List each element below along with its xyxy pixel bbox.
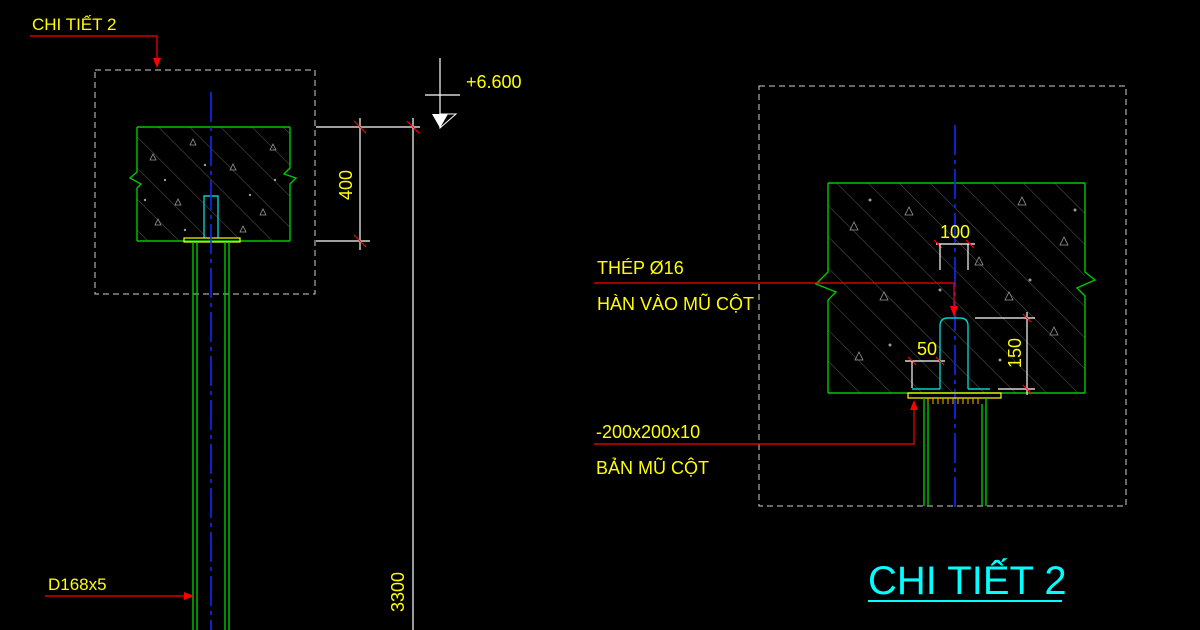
cap-plate-left (183, 237, 241, 243)
pipe-label: D168x5 (48, 575, 107, 594)
dim-100-label: 100 (940, 222, 970, 242)
slab-break-right-a (814, 183, 838, 393)
slab-break-left-a (128, 127, 143, 241)
dim-150-label: 150 (1005, 338, 1025, 368)
plate-note-line2: BẢN MŨ CỘT (596, 457, 709, 478)
left-elevation-view: CHI TIẾT 2 (30, 15, 522, 630)
slab-break-right-b (1075, 183, 1097, 393)
dim-tick-150-top (1022, 313, 1032, 323)
dim-tick-100-right (965, 239, 975, 249)
detail-title: CHI TIẾT 2 (868, 557, 1067, 603)
right-detail-view: 100 50 150 THÉP Ø16 HÀN VÀO MŨ CỘT -200x… (594, 85, 1127, 603)
cap-plate-right (907, 392, 1002, 399)
plate-note-line1: -200x200x10 (596, 422, 700, 442)
slab-break-left-b (282, 127, 298, 241)
slab-hatch-right (828, 183, 1085, 393)
plate-leader (594, 404, 915, 445)
detail-frame-left (94, 69, 316, 295)
weld-ticks (927, 398, 979, 404)
dim-tick-400-top (353, 120, 367, 134)
rebar-leader (594, 282, 955, 314)
dim-tick-400-bottom (353, 234, 367, 248)
plate-leader-arrow (910, 400, 918, 410)
dim-tick-150-bottom (1022, 384, 1032, 394)
dim-50-label: 50 (917, 339, 937, 359)
rebar-note-line2: HÀN VÀO MŨ CỘT (597, 293, 754, 314)
detail-callout-leader (30, 35, 158, 66)
elevation-label: +6.600 (466, 72, 522, 92)
dim-tick-3300-top (406, 120, 420, 134)
stud-rebar-right (939, 317, 969, 389)
detail-frame-right (758, 85, 1127, 507)
detail-callout-label: CHI TIẾT 2 (32, 15, 116, 34)
elevation-triangle-outline (439, 113, 458, 130)
dim-tick-50-right (935, 356, 945, 366)
slab-hatch-left (137, 127, 290, 241)
rebar-leader-arrow (950, 306, 958, 317)
dim-3300-label: 3300 (388, 572, 408, 612)
pipe-leader-arrow (184, 592, 194, 600)
detail-callout-arrow (153, 58, 161, 68)
dim-tick-100-left (933, 239, 943, 249)
dim-400-label: 400 (336, 170, 356, 200)
rebar-note-line1: THÉP Ø16 (597, 258, 684, 278)
